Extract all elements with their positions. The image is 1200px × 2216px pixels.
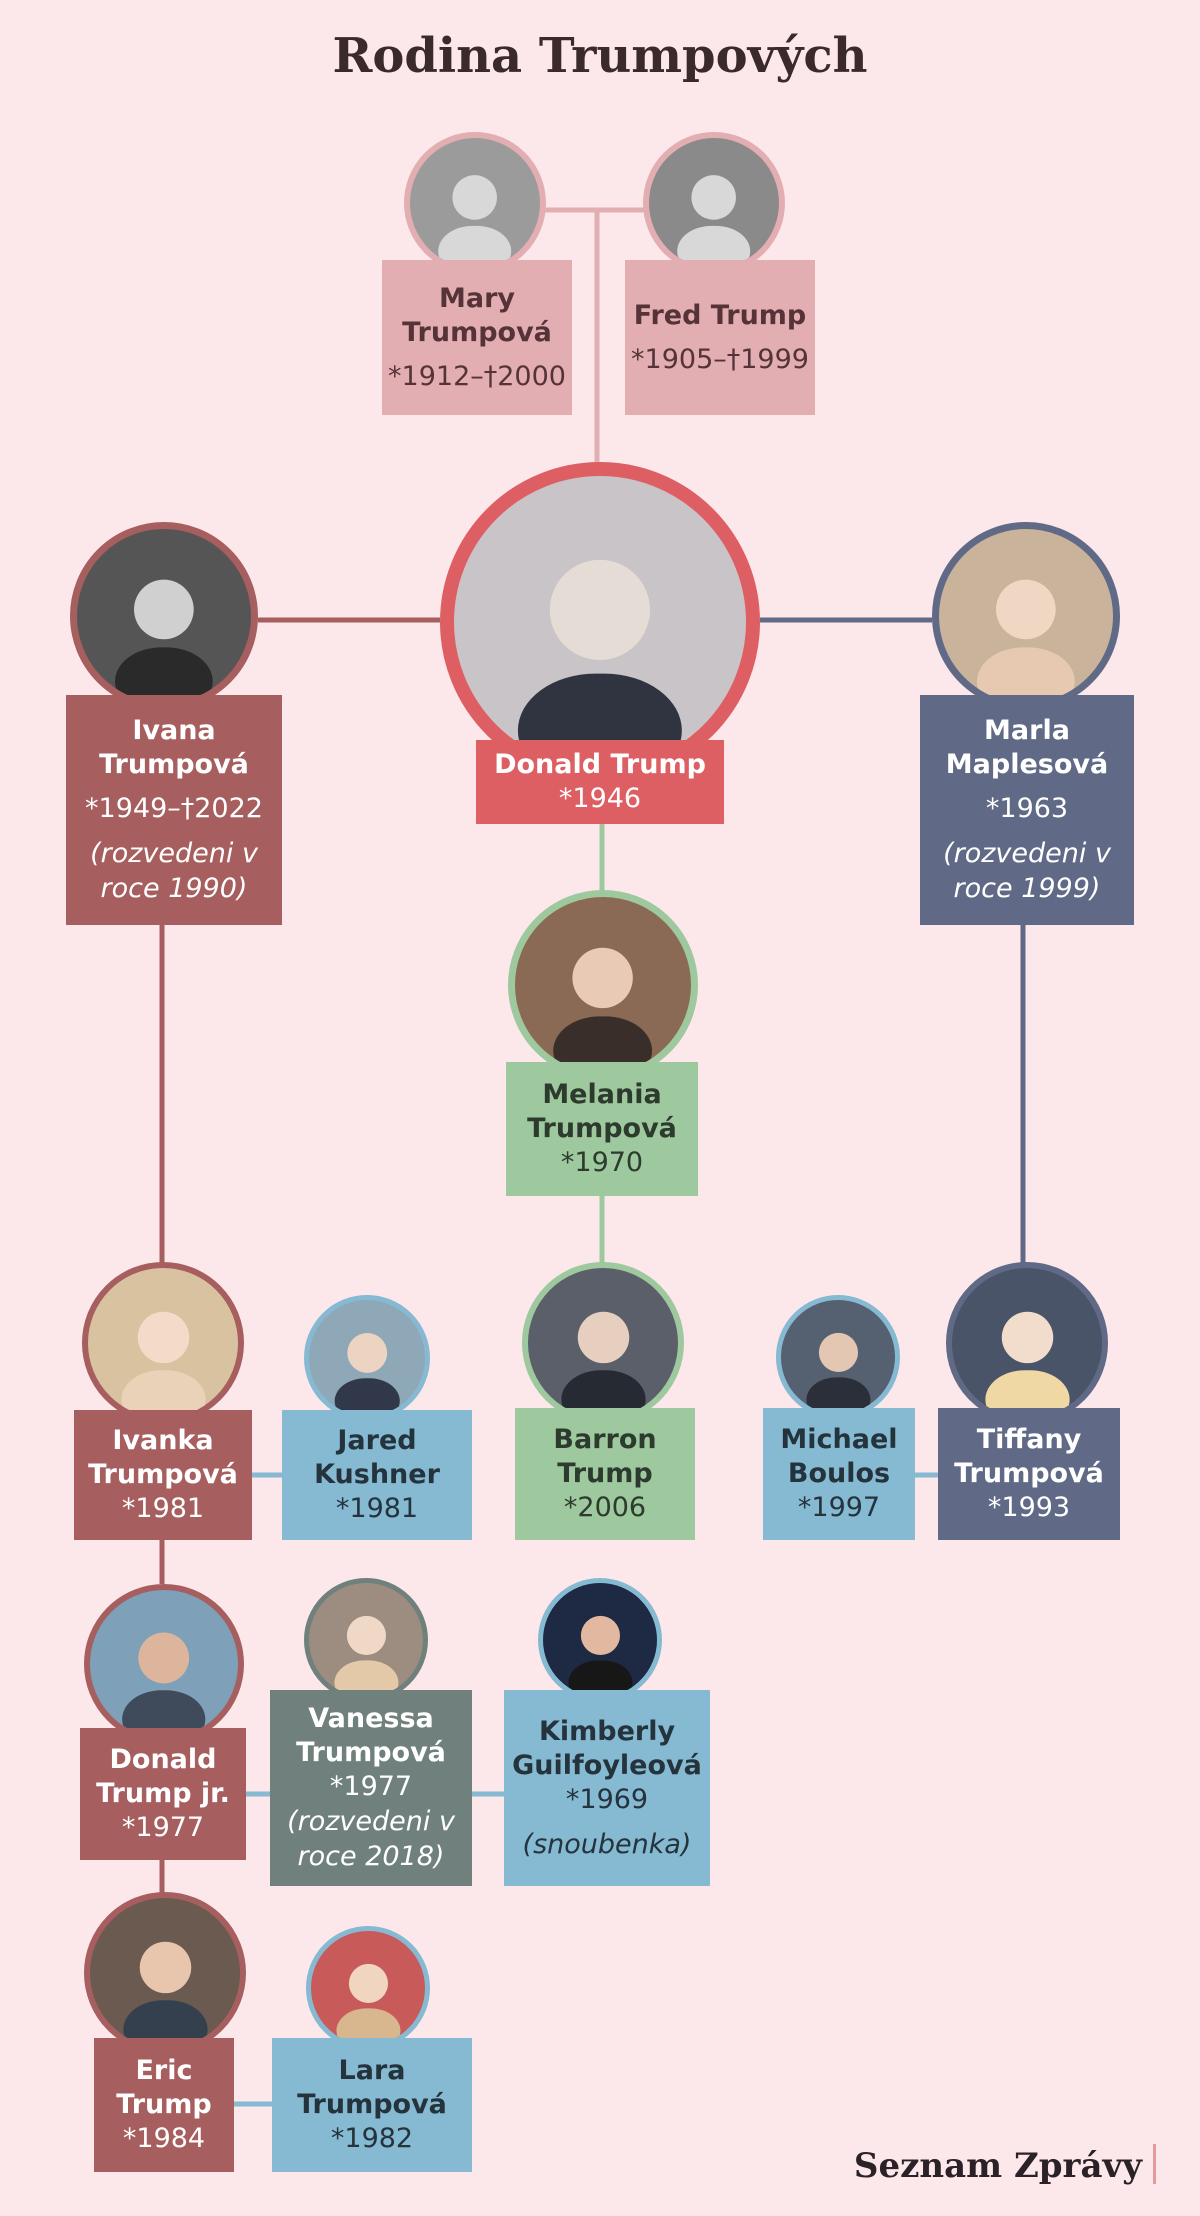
eric-years: *1984 [122,2123,206,2154]
donjr-name: Donald Trump jr. [96,1744,230,1809]
melania-name: Melania Trumpová [527,1079,677,1144]
ivana-photo-icon [70,522,258,710]
fred-card: Fred Trump *1905–†1999 [625,260,815,415]
vanessa-photo-icon [304,1578,428,1702]
ivana-years: *1949–†2022 [85,793,263,824]
vanessa-note: (rozvedeni v roce 2018) [287,1806,455,1872]
donald-card: Donald Trump *1946 [476,740,724,824]
barron-years: *2006 [563,1492,647,1523]
ivanka-years: *1981 [121,1493,205,1524]
barron-photo-icon [522,1262,684,1424]
michael-card: Michael Boulos *1997 [763,1408,915,1540]
page-title: Rodina Trumpových [332,28,868,84]
melania-years: *1970 [560,1147,644,1178]
kimberly-name: Kimberly Guilfoyleová [512,1715,702,1781]
jared-card: Jared Kushner *1981 [282,1410,472,1540]
donald-years: *1946 [558,783,642,814]
vanessa-card: Vanessa Trumpová *1977 (rozvedeni v roce… [270,1690,472,1886]
donjr-photo-icon [84,1584,244,1744]
marla-photo-icon [932,522,1120,710]
brand-divider [1153,2144,1156,2184]
tiffany-photo-icon [946,1262,1108,1424]
mary-photo-icon [404,132,546,274]
vanessa-name: Vanessa Trumpová [296,1703,446,1768]
tiffany-card: Tiffany Trumpová *1993 [938,1408,1120,1540]
kimberly-card: Kimberly Guilfoyleová *1969 (snoubenka) [504,1690,710,1886]
jared-years: *1981 [335,1493,419,1524]
ivana-note: (rozvedeni v roce 1990) [90,838,258,904]
donald-photo-icon [440,462,760,782]
ivanka-photo-icon [82,1262,244,1424]
lara-name: Lara Trumpová [297,2055,447,2120]
eric-photo-icon [84,1892,246,2054]
fred-photo-icon [643,132,785,274]
mary-name: Mary Trumpová [402,282,552,348]
ivanka-card: Ivanka Trumpová *1981 [74,1410,252,1540]
mary-card: Mary Trumpová *1912–†2000 [382,260,572,415]
jared-name: Jared Kushner [314,1425,440,1490]
marla-card: Marla Maplesová *1963 (rozvedeni v roce … [920,695,1134,925]
tiffany-name: Tiffany Trumpová [954,1424,1104,1489]
ivana-card: Ivana Trumpová *1949–†2022 (rozvedeni v … [66,695,282,925]
eric-name: Eric Trump [116,2055,212,2120]
donjr-years: *1977 [121,1812,205,1843]
barron-card: Barron Trump *2006 [515,1408,695,1540]
kimberly-note: (snoubenka) [522,1828,692,1860]
fred-years: *1905–†1999 [631,343,809,375]
tiffany-years: *1993 [987,1492,1071,1523]
marla-years: *1963 [985,793,1069,824]
marla-name: Marla Maplesová [945,715,1109,780]
lara-years: *1982 [330,2123,414,2154]
fred-name: Fred Trump [633,299,807,331]
lara-photo-icon [306,1926,430,2050]
donald-name: Donald Trump [494,749,706,780]
barron-name: Barron Trump [553,1424,657,1489]
kimberly-photo-icon [538,1578,662,1702]
michael-photo-icon [776,1295,900,1419]
brand-logo: Seznam Zprávy [853,2146,1142,2186]
kimberly-years: *1969 [565,1783,649,1815]
ivanka-name: Ivanka Trumpová [88,1425,238,1490]
michael-years: *1997 [797,1492,881,1523]
marla-note: (rozvedeni v roce 1999) [943,838,1111,904]
melania-photo-icon [508,890,698,1080]
michael-name: Michael Boulos [780,1424,898,1489]
lara-card: Lara Trumpová *1982 [272,2038,472,2172]
ivana-name: Ivana Trumpová [99,715,249,780]
donjr-card: Donald Trump jr. *1977 [80,1728,246,1860]
eric-card: Eric Trump *1984 [94,2038,234,2172]
jared-photo-icon [304,1295,430,1421]
vanessa-years: *1977 [329,1771,413,1802]
melania-card: Melania Trumpová *1970 [506,1062,698,1196]
mary-years: *1912–†2000 [388,360,566,392]
